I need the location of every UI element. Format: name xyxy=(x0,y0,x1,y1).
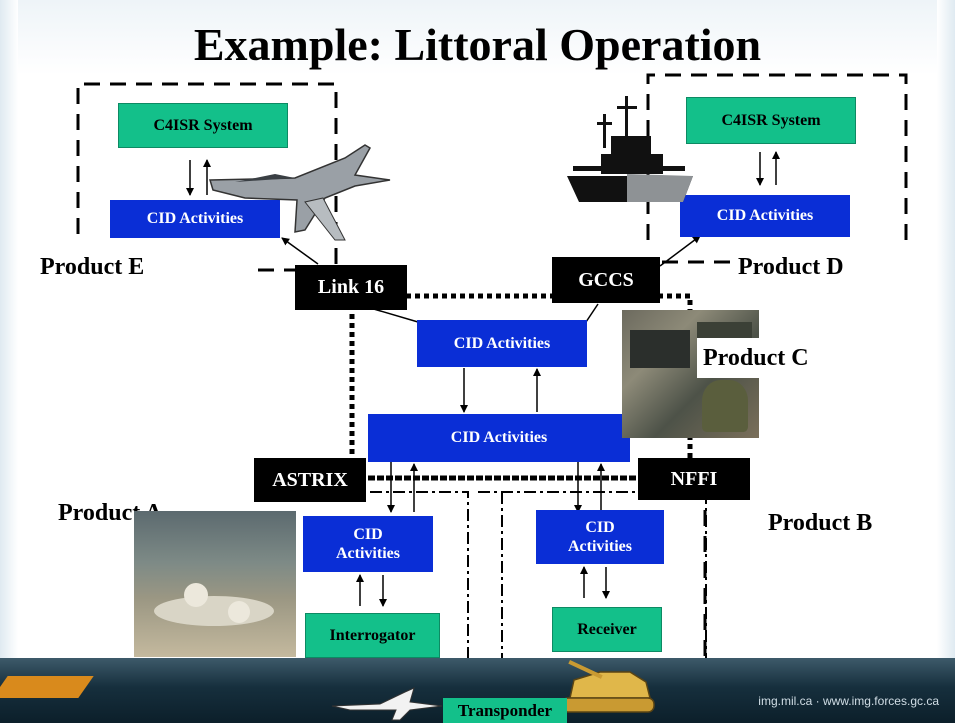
cid-activities-product-e: CID Activities xyxy=(110,200,280,238)
aircraft-icon xyxy=(331,687,443,721)
cid-activities-center-main: CID Activities xyxy=(368,414,630,462)
cid-a-line1: CID xyxy=(353,525,383,543)
cid-activities-center-top: CID Activities xyxy=(417,320,587,367)
cid-activities-product-b: CID Activities xyxy=(536,510,664,564)
cid-activities-product-d: CID Activities xyxy=(680,195,850,237)
c4isr-system-right: C4ISR System xyxy=(686,97,856,144)
cid-b-line1: CID xyxy=(585,518,615,536)
astrix-node: ASTRIX xyxy=(254,458,366,502)
tank-icon xyxy=(561,660,655,713)
cid-activities-product-a: CID Activities xyxy=(303,516,433,572)
gccs-node: GCCS xyxy=(552,257,660,303)
slide-frame-left xyxy=(0,0,18,723)
radar-site-photo xyxy=(134,511,296,657)
product-d-label: Product D xyxy=(738,254,844,280)
warship-image xyxy=(567,96,693,202)
nffi-node: NFFI xyxy=(638,458,750,500)
cid-a-line2: Activities xyxy=(336,545,400,562)
link16-node: Link 16 xyxy=(295,265,407,310)
receiver-box: Receiver xyxy=(552,607,662,652)
interrogator-box: Interrogator xyxy=(305,613,440,658)
footer-url: img.mil.ca · www.img.forces.gc.ca xyxy=(758,694,939,708)
slide-frame-right xyxy=(937,0,955,723)
c4isr-system-left: C4ISR System xyxy=(118,103,288,148)
product-e-label: Product E xyxy=(40,254,145,280)
cid-b-line2: Activities xyxy=(568,538,632,555)
slide-title: Example: Littoral Operation xyxy=(193,19,762,70)
footer-accent-stripe xyxy=(0,676,94,698)
transponder-box: Transponder xyxy=(443,698,567,723)
fighter-jet-image xyxy=(208,144,391,241)
slide-frame-top xyxy=(0,0,955,75)
product-b-label: Product B xyxy=(768,510,873,536)
product-c-label: Product C xyxy=(697,338,815,378)
